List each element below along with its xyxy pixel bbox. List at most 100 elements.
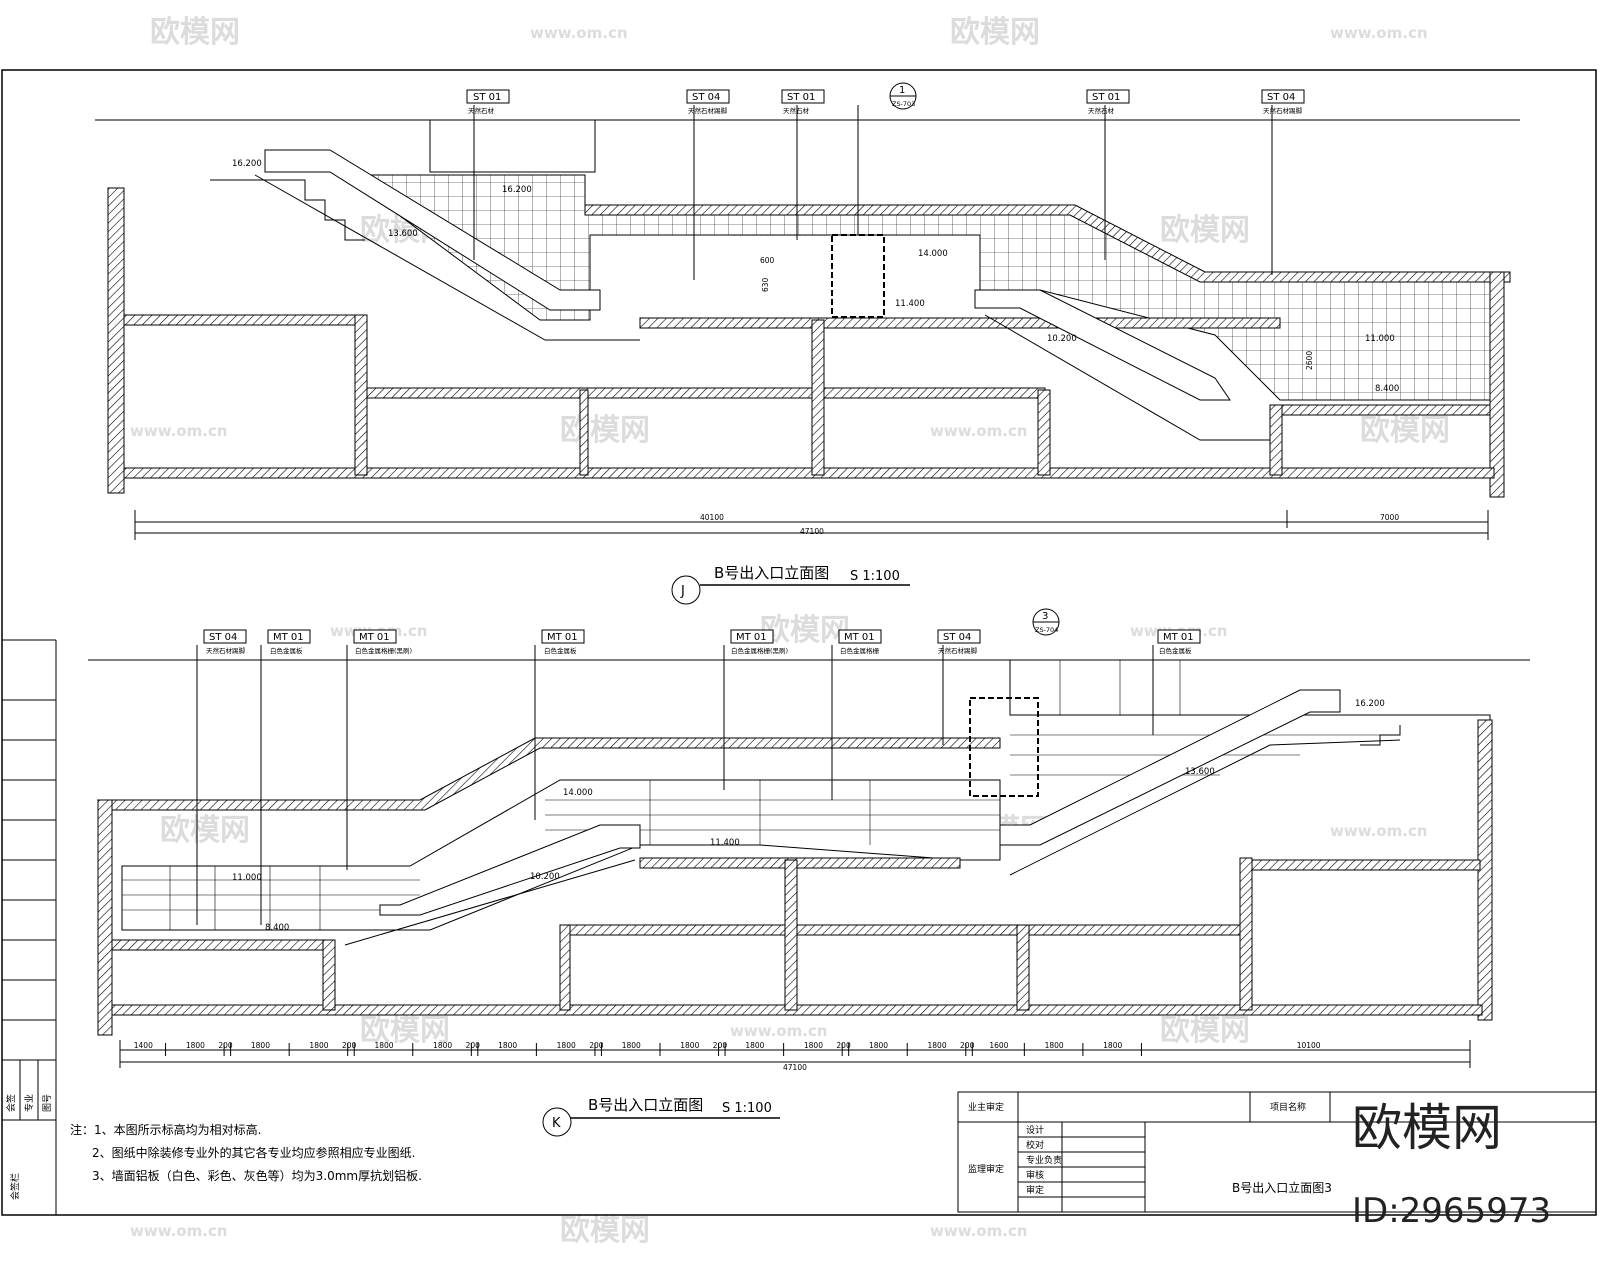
- dimension-value: 1800: [557, 1041, 576, 1050]
- drawing-scale: S 1:100: [850, 569, 900, 584]
- side-strip-label: 会签栏: [9, 1173, 21, 1200]
- escalator-left-underside: [344, 859, 636, 946]
- material-tag: MT 01 白色金属格栅: [838, 629, 882, 655]
- elevation-mark: 13.600: [388, 229, 418, 239]
- material-tag: ST 01 天然石材: [1086, 89, 1130, 115]
- drawing-title: B号出入口立面图: [714, 564, 829, 582]
- watermark-brand: 欧模网: [1160, 1013, 1250, 1048]
- svg-text:白色金属格栅(黑刷): 白色金属格栅(黑刷): [355, 646, 412, 655]
- elevation-k: [88, 608, 1530, 1137]
- svg-text:白色金属格栅: 白色金属格栅: [840, 646, 880, 655]
- detail-ref-sheet: ZS-704: [1035, 626, 1058, 634]
- svg-text:MT 01: MT 01: [844, 632, 875, 643]
- title-block-row: 校对: [1026, 1139, 1044, 1151]
- title-block-row: 审定: [1026, 1184, 1044, 1196]
- detail-box: [831, 234, 885, 318]
- escalator-left: [264, 149, 601, 311]
- dimension-value: 1400: [134, 1041, 153, 1050]
- grille-lines: [122, 780, 1000, 930]
- dimension-total: 47100: [783, 1063, 807, 1072]
- column: [354, 314, 368, 476]
- canopy-slab: [584, 204, 1511, 283]
- watermark-site: www.om.cn: [930, 422, 1028, 440]
- elevation-mark: 11.000: [1365, 334, 1395, 344]
- tags-j: ST 01 天然石材 ST 04 天然石材踢脚 ST 01 天然石材 ST 01…: [466, 85, 1305, 115]
- watermark-site: www.om.cn: [530, 24, 628, 42]
- left-wall: [107, 187, 125, 494]
- height-mark: 630: [761, 277, 770, 292]
- material-tag: ST 04 天然石材踢脚: [686, 89, 730, 115]
- escalator-right-underside: [1009, 739, 1401, 876]
- detail-ref-number: 1: [899, 85, 905, 96]
- dimension-value: 1800: [1045, 1041, 1064, 1050]
- dimension-value: 1800: [186, 1041, 205, 1050]
- svg-text:白色金属格栅(黑刷): 白色金属格栅(黑刷): [731, 646, 788, 655]
- detail-ref-number: 3: [1042, 611, 1048, 622]
- floor-slab: [1279, 404, 1491, 416]
- title-block-row: 专业负责: [1026, 1154, 1062, 1166]
- watermark-brand: 欧模网: [560, 1213, 650, 1248]
- floor-slab: [123, 314, 365, 326]
- column: [784, 859, 798, 1011]
- watermark-site: www.om.cn: [130, 1222, 228, 1240]
- column: [1239, 857, 1253, 1011]
- canopy-slab: [96, 737, 1001, 811]
- title-block-project: 项目名称: [1270, 1101, 1306, 1113]
- column: [559, 924, 571, 1011]
- dimension-value: 47100: [800, 527, 824, 536]
- material-tag: MT 01 白色金属板: [267, 629, 311, 655]
- column: [579, 389, 589, 476]
- watermark-brand: 欧模网: [760, 613, 850, 648]
- watermark-site: www.om.cn: [1330, 24, 1428, 42]
- sheet-id: ID:2965973: [1352, 1191, 1551, 1231]
- material-tag: ST 04 天然石材踢脚: [937, 629, 981, 655]
- svg-text:白色金属板: 白色金属板: [270, 646, 303, 655]
- svg-text:MT 01: MT 01: [547, 632, 578, 643]
- escalator-right: [999, 689, 1341, 846]
- brand-logo-text: 欧模网: [1352, 1099, 1502, 1157]
- watermark-brand: 欧模网: [160, 813, 250, 848]
- watermark-brand: 欧模网: [1360, 413, 1450, 448]
- elevation-labels-j: 16.200 16.200 13.600 14.000 11.400 10.20…: [232, 159, 1399, 394]
- dimension-value: 1800: [251, 1041, 270, 1050]
- column: [1269, 404, 1283, 476]
- escalator-right: [974, 289, 1231, 401]
- elevation-mark: 16.200: [502, 185, 532, 195]
- svg-text:MT 01: MT 01: [359, 632, 390, 643]
- detail-box: [969, 697, 1039, 797]
- dimension-value: 1800: [680, 1041, 699, 1050]
- upper-opening: [429, 119, 596, 173]
- watermark-brand: 欧模网: [1160, 213, 1250, 248]
- svg-text:天然石材踢脚: 天然石材踢脚: [1263, 106, 1303, 115]
- upper-right-lines: [1010, 660, 1400, 776]
- title-block-label: 业主审定: [968, 1101, 1004, 1113]
- dimension-value: 1800: [1103, 1041, 1122, 1050]
- dimension-value: 1800: [433, 1041, 452, 1050]
- svg-text:ST 04: ST 04: [943, 632, 971, 643]
- svg-text:ST 04: ST 04: [1267, 92, 1295, 103]
- svg-text:天然石材踢脚: 天然石材踢脚: [938, 646, 978, 655]
- svg-text:MT 01: MT 01: [1163, 632, 1194, 643]
- dimension-value: 40100: [700, 513, 724, 522]
- svg-text:ST 01: ST 01: [473, 92, 501, 103]
- svg-text:天然石材: 天然石材: [1088, 106, 1115, 115]
- elevation-mark: 11.000: [232, 873, 262, 883]
- material-tag: MT 01 白色金属板: [541, 629, 585, 655]
- dimension-value: 1800: [745, 1041, 764, 1050]
- drawing-title: B号出入口立面图: [588, 1096, 703, 1114]
- elevation-mark: 16.200: [1355, 699, 1385, 709]
- column: [1037, 389, 1051, 476]
- watermark-brand: 欧模网: [950, 15, 1040, 50]
- dimension-value: 200: [218, 1041, 233, 1050]
- tags-k: ST 04 天然石材踢脚 MT 01 白色金属板 MT 01 白色金属格栅(黑刷…: [203, 611, 1201, 655]
- dimension-value: 1800: [374, 1041, 393, 1050]
- escalator-right-underside: [984, 314, 1270, 441]
- dimension-value: 200: [960, 1041, 975, 1050]
- escalator-left-underside: [254, 174, 640, 341]
- note-line: 2、图纸中除装修专业外的其它各专业均应参照相应专业图纸.: [92, 1145, 415, 1160]
- dimension-value: 10100: [1297, 1041, 1321, 1050]
- title-block-sheet-title: B号出入口立面图3: [1232, 1180, 1332, 1195]
- dimension-value: 7000: [1380, 513, 1399, 522]
- dimension-value: 200: [836, 1041, 851, 1050]
